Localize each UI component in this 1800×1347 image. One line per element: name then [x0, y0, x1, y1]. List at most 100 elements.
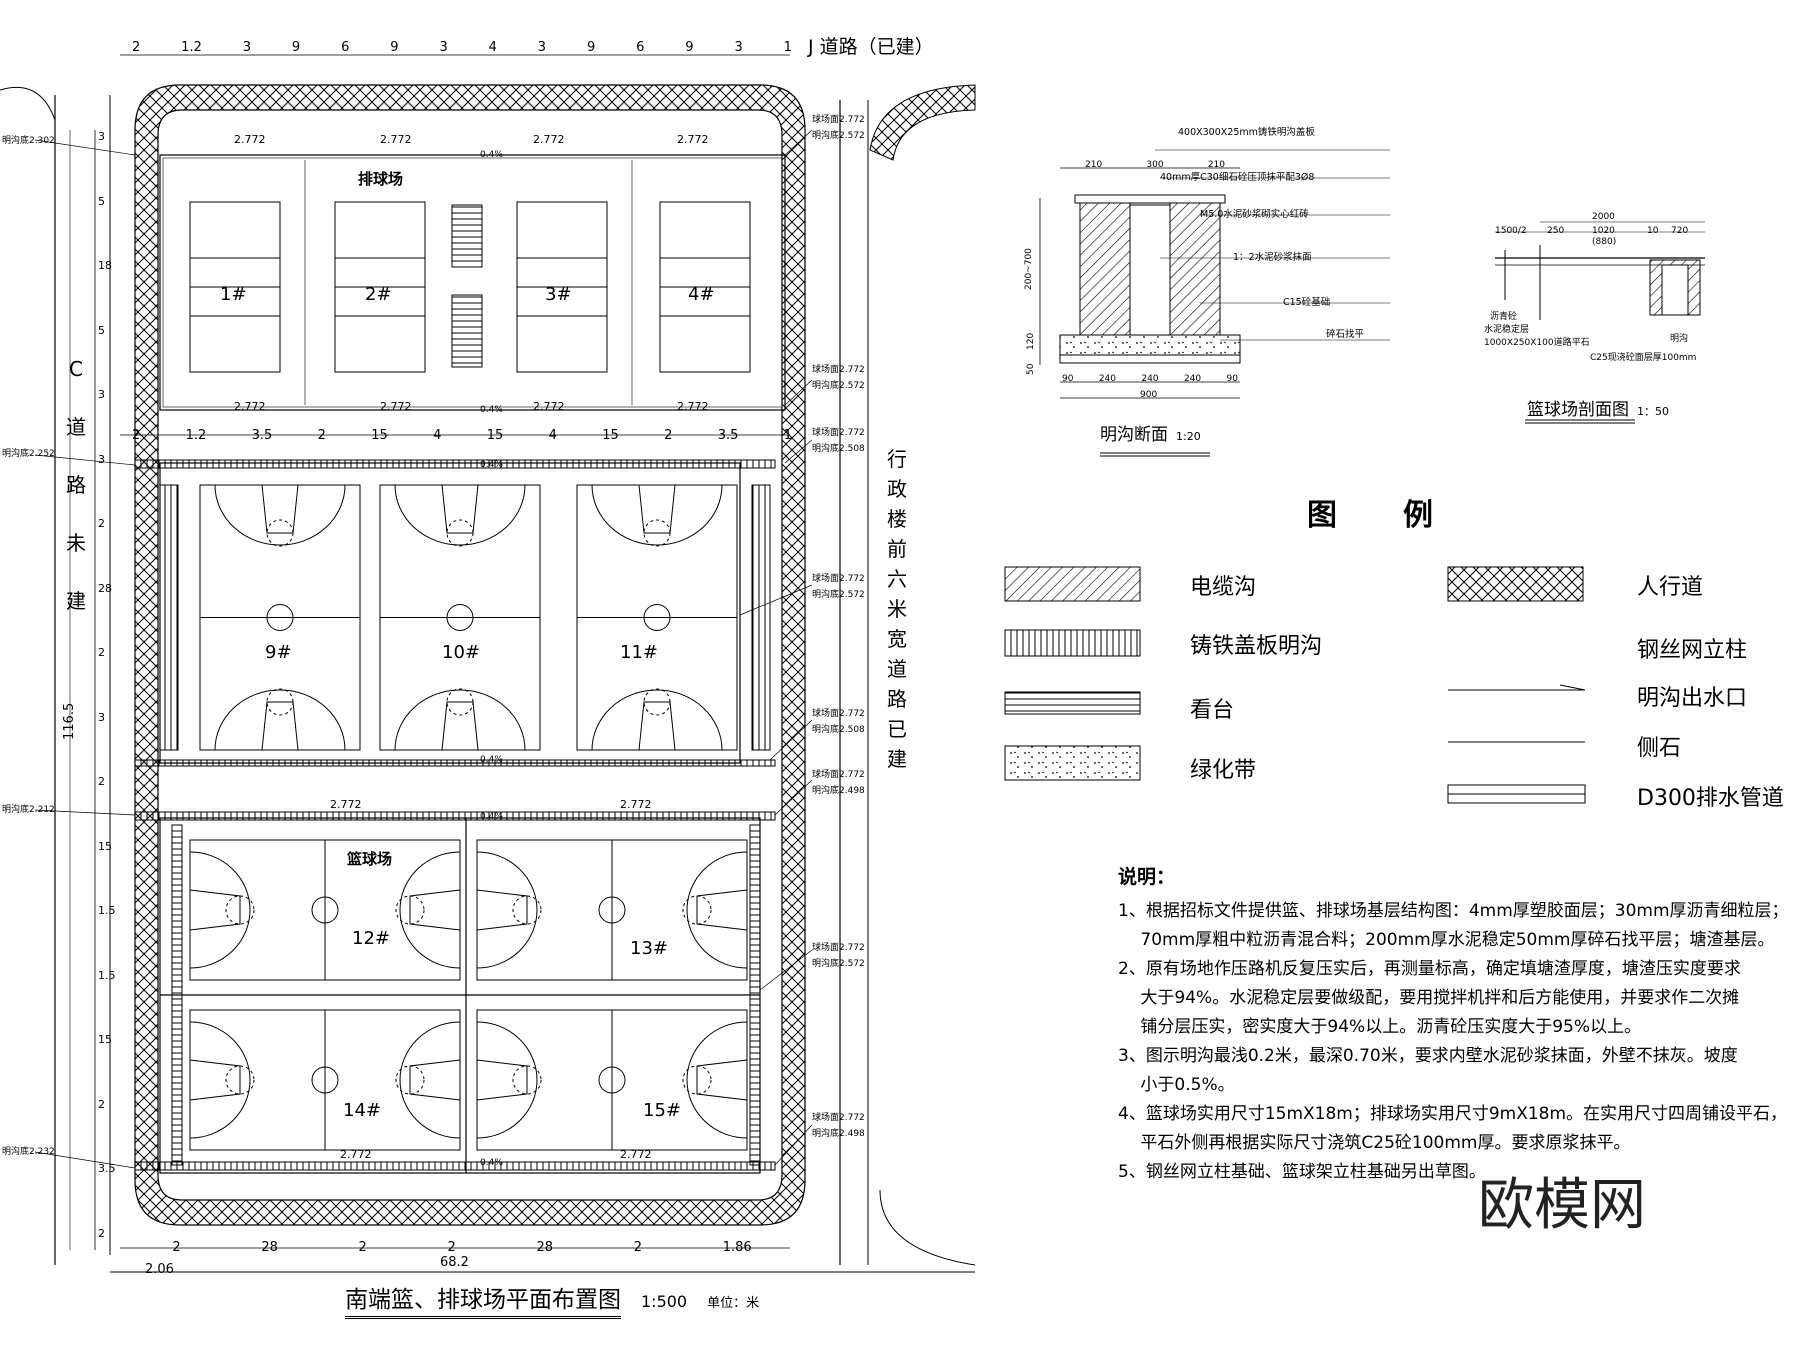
legend-item: 人行道	[1637, 575, 1704, 600]
dim: 3	[734, 40, 743, 55]
dim: 1.2	[185, 428, 207, 443]
road-right-char: 已	[887, 717, 907, 741]
right-court-elev: 球场面2.772	[812, 365, 865, 375]
road-right-char: 行	[887, 447, 907, 471]
right-ditch-elev: 明沟底2.498	[812, 1129, 865, 1139]
dim: 2000	[1592, 212, 1615, 222]
road-right-char: 路	[887, 687, 907, 711]
elev-label: 2.772	[533, 400, 565, 413]
section-label: 1000X250X100道路平石	[1484, 338, 1590, 348]
dim: 28	[98, 581, 112, 595]
ditch-label: C15砼基础	[1283, 297, 1331, 308]
top-dims: 2 1.2 3 9 6 9 3 4 3 9 6 9 3 1	[132, 40, 792, 55]
dim: 2	[317, 428, 326, 443]
dim: 1.86	[722, 1240, 752, 1255]
dim: 210	[1207, 160, 1225, 170]
road-right-char: 六	[887, 567, 907, 591]
elev-label: 2.772	[677, 400, 709, 413]
right-ditch-elev: 明沟底2.572	[812, 590, 865, 600]
left-ditch-elev: 明沟底2.302	[2, 136, 55, 146]
legend-grate-ditch-swatch	[1004, 629, 1141, 657]
ditch-label: 400X300X25mm铸铁明沟盖板	[1178, 127, 1315, 138]
dim: 2	[98, 775, 105, 789]
legend-item: 铸铁盖板明沟	[1190, 634, 1323, 659]
right-ditch-elev: 明沟底2.572	[812, 131, 865, 141]
notes-line: 小于0.5%。	[1118, 1075, 1235, 1095]
plan-title: 南端篮、排球场平面布置图 1:500 单位：米	[345, 1280, 759, 1319]
ditch-title: 明沟断面 1:20	[1100, 420, 1201, 445]
court-number: 12#	[352, 928, 390, 949]
road-right-char: 道	[887, 657, 907, 681]
dim: 3.5	[98, 1162, 116, 1176]
notes-line: 4、篮球场实用尺寸15mX18m；排球场实用尺寸9mX18m。在实用尺寸四周铺设…	[1118, 1104, 1788, 1124]
road-left-char: C	[69, 357, 83, 381]
right-court-elev: 球场面2.772	[812, 574, 865, 584]
dim: (880)	[1592, 237, 1617, 247]
left-ditch-elev: 明沟底2.252	[2, 449, 55, 459]
dim: 5	[98, 194, 105, 208]
dim: 2	[132, 428, 141, 443]
road-left-char: 建	[66, 589, 86, 613]
site-plan	[0, 54, 976, 1273]
notes: 说明： 1、根据招标文件提供篮、排球场基层结构图：4mm厚塑胶面层；30mm厚沥…	[1118, 862, 1789, 1187]
dim: 4	[488, 40, 497, 55]
dim: 2	[132, 40, 141, 55]
ditch-label: 碎石找平	[1326, 329, 1365, 340]
dim: 28	[536, 1240, 554, 1255]
dim: 15	[98, 1033, 112, 1047]
dim: 6	[636, 40, 645, 55]
dim: 3	[98, 388, 105, 402]
ditch-dims-top: 210 300 210	[1085, 160, 1225, 170]
road-right-char: 宽	[887, 627, 907, 651]
dim: 3	[439, 40, 448, 55]
basketball-court-horizontal	[189, 839, 461, 981]
ditch-section-drawing	[1039, 149, 1390, 457]
court-number: 4#	[688, 284, 715, 305]
right-ditch-elev: 明沟底2.508	[812, 725, 865, 735]
dim: 9	[586, 40, 596, 55]
dim: 3	[98, 452, 105, 466]
legend-title: 图 例	[1307, 498, 1435, 533]
notes-line: 70mm厚粗中粒沥青混合料；200mm厚水泥稳定50mm厚碎石找平层；塘渣基层。	[1118, 930, 1775, 950]
dim: 90	[1226, 374, 1238, 384]
basketball-court-vertical	[379, 484, 541, 751]
ditch-scale: 1:20	[1176, 430, 1201, 443]
court-number: 2#	[365, 284, 392, 305]
elev-label: 2.772	[234, 133, 266, 146]
road-left-char: 未	[66, 531, 86, 555]
section-label: 沥青砼	[1490, 312, 1518, 322]
dim: 18	[98, 259, 112, 273]
right-court-elev: 球场面2.772	[812, 115, 865, 125]
dim: 240	[1141, 374, 1159, 384]
court-number: 13#	[630, 938, 668, 959]
plan-volley-label: 排球场	[358, 170, 404, 188]
elev-label: 2.772	[234, 400, 266, 413]
legend-item: 钢丝网立柱	[1637, 638, 1748, 663]
plan-unit: 单位：米	[707, 1296, 760, 1311]
ditch-side-dim: 120	[1026, 332, 1036, 350]
elev-label: 2.772	[620, 798, 652, 811]
notes-line: 铺分层压实，密实度大于94%以上。沥青砼压实度大于95%以上。	[1118, 1017, 1641, 1037]
dim: 2	[98, 1226, 105, 1240]
dim: 3.5	[717, 428, 739, 443]
court-number: 11#	[620, 642, 658, 663]
elev-label: 2.772	[533, 133, 565, 146]
ditch-title-text: 明沟断面	[1100, 425, 1168, 445]
plan-scale: 1:500	[641, 1292, 688, 1311]
court-number: 14#	[343, 1100, 381, 1121]
sidewalk-corner	[869, 84, 976, 161]
dim: 1.5	[98, 904, 116, 918]
dim: 9	[390, 40, 399, 55]
notes-line: 1、根据招标文件提供篮、排球场基层结构图：4mm厚塑胶面层；30mm厚沥青细粒层…	[1118, 901, 1789, 921]
court-section-dims: 2000 1500/2 250 1020 (880) 10 720	[1495, 212, 1705, 252]
right-court-elev: 球场面2.772	[812, 1113, 865, 1123]
left-ditch-elev: 明沟底2.232	[2, 1147, 55, 1157]
dim: 210	[1085, 160, 1103, 170]
left-dims: 3 5 18 5 3 3 2 28 2 3 2 15 1.5 1.5 15 2 …	[98, 130, 116, 1240]
dim: 2	[172, 1240, 181, 1255]
road-right-char: 前	[887, 537, 907, 561]
road-left-char: 道	[66, 415, 86, 439]
right-court-elev: 球场面2.772	[812, 428, 865, 438]
court-number: 3#	[545, 284, 572, 305]
dim: 15	[371, 428, 388, 443]
